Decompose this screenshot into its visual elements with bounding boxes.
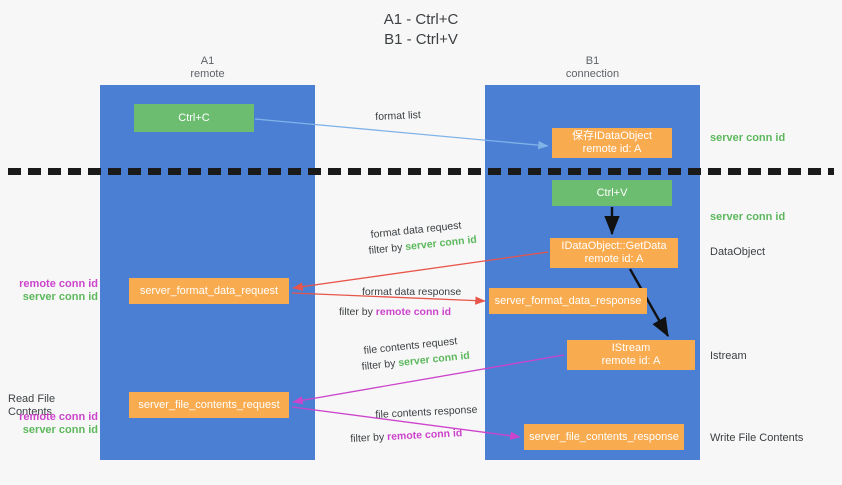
boundary-divider (8, 168, 834, 175)
label-remote-conn-id-upper: remote conn id (19, 278, 98, 290)
label-istream: Istream (710, 350, 747, 362)
label-server-conn-id-upper: server conn id (22, 291, 98, 303)
edge-label-file-contents-response: file contents response (375, 403, 478, 421)
filter-prefix: filter by (361, 357, 399, 373)
filter-value: remote conn id (375, 306, 452, 318)
node-ctrl-v[interactable]: Ctrl+V (552, 180, 672, 206)
edge-label-format-data-response-filter: filter by remote conn id (339, 305, 451, 320)
filter-prefix: filter by (350, 431, 388, 445)
filter-value: remote conn id (386, 427, 463, 444)
node-ctrl-c[interactable]: Ctrl+C (134, 104, 254, 132)
edge-label-file-contents-response-filter: filter by remote conn id (350, 426, 463, 447)
edge-label-format-data-response: format data response (362, 286, 462, 298)
node-server-file-contents-request[interactable]: server_file_contents_request (129, 392, 289, 418)
label-server-conn-id-mid: server conn id (710, 211, 786, 223)
node-istream[interactable]: IStream remote id: A (567, 340, 695, 370)
label-server-conn-id-lower: server conn id (22, 424, 98, 436)
lane-header-a1: A1 remote (190, 55, 225, 80)
filter-prefix: filter by (368, 241, 406, 257)
label-server-conn-id-top: server conn id (710, 132, 786, 144)
lane-header-b1: B1 connection (565, 55, 620, 80)
filter-prefix: filter by (339, 306, 376, 318)
label-conn-ids-upper: remote conn id server conn id (10, 278, 98, 304)
node-idataobject-getdata[interactable]: IDataObject::GetData remote id: A (550, 238, 678, 268)
node-idataobject[interactable]: 保存IDataObject remote id: A (552, 128, 672, 158)
node-server-file-contents-response[interactable]: server_file_contents_response (524, 424, 684, 450)
node-server-format-data-request[interactable]: server_format_data_request (129, 278, 289, 304)
page-title: A1 - Ctrl+C B1 - Ctrl+V (383, 11, 459, 48)
label-read-file-contents: Read File Contents (8, 393, 56, 418)
label-remote-conn-id-lower: remote conn id (19, 411, 98, 423)
edge-label-format-list: format list (375, 109, 422, 123)
label-dataobject: DataObject (710, 246, 766, 258)
node-server-format-data-response[interactable]: server_format_data_response (489, 288, 647, 314)
label-write-file-contents: Write File Contents (710, 432, 804, 444)
label-conn-ids-lower: remote conn id server conn id (10, 411, 98, 437)
